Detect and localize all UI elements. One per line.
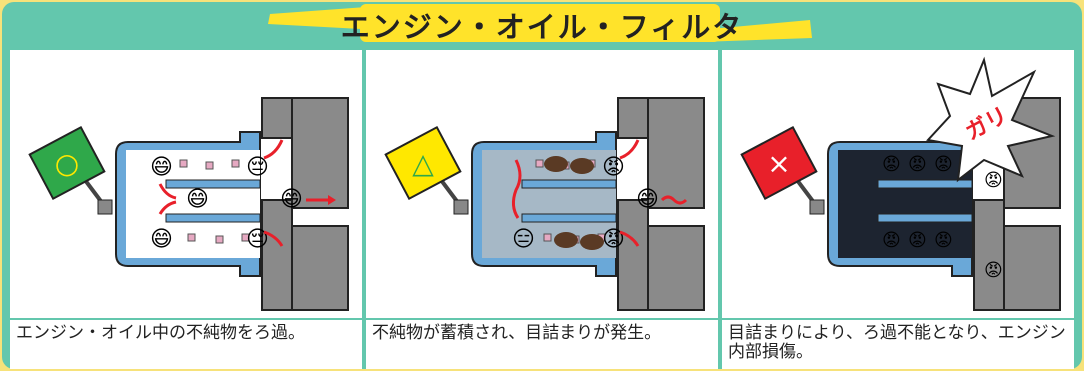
sign-mark: △ — [412, 147, 434, 180]
smiley-icon: 😄 — [280, 187, 303, 212]
panel-ok: 😄 😄 😔 😔 😄 😄 ○ — [10, 50, 362, 318]
sign-warn: △ — [384, 125, 469, 215]
angry-face-icon: 😡 — [984, 260, 1003, 281]
filter-diagram-warn: 😡 😡 😑 😄 △ — [384, 97, 705, 311]
angry-face-icon: 😡 — [984, 170, 1003, 191]
sign-mark: × — [767, 147, 790, 180]
page-title: エンジン・オイル・フィルタ — [340, 10, 744, 44]
angry-face-icon: 😡 — [908, 154, 927, 175]
smiley-icon: 😄 — [150, 155, 173, 180]
smiley-icon: 😄 — [636, 187, 659, 212]
title-streak-right — [700, 20, 812, 42]
angry-face-icon: 😡 — [882, 230, 901, 251]
sign-mark: ○ — [55, 147, 79, 180]
angry-face-icon: 😡 — [908, 230, 927, 251]
caption-warn: 不純物が蓄積され、目詰まりが発生。 — [366, 318, 718, 369]
title-highlight — [360, 4, 720, 42]
smiley-icon: 😄 — [186, 187, 209, 212]
worried-face-icon: 😔 — [246, 227, 269, 252]
sign-ng: × — [740, 125, 825, 215]
angry-face-icon: 😡 — [934, 230, 953, 251]
panel-warn: 😡 😡 😑 😄 △ — [366, 50, 718, 318]
smiley-icon: 😄 — [150, 227, 173, 252]
angry-face-icon: 😡 — [934, 154, 953, 175]
filter-diagram-ok: 😄 😄 😔 😔 😄 😄 ○ — [28, 97, 349, 311]
angry-face-icon: 😡 — [602, 227, 625, 252]
sleepy-face-icon: 😑 — [512, 227, 535, 252]
filter-diagram-ng: 😡 😡 😡 😡 😡 😡 😡 😡 ガリ × — [740, 56, 1061, 311]
panel-ng: 😡 😡 😡 😡 😡 😡 😡 😡 ガリ × — [722, 50, 1074, 318]
caption-ng: 目詰まりにより、ろ過不能となり、エンジン内部損傷。 — [722, 318, 1074, 369]
angry-face-icon: 😡 — [602, 155, 625, 180]
angry-face-icon: 😡 — [882, 154, 901, 175]
title-banner — [268, 4, 812, 42]
sound-burst: ガリ — [926, 56, 1056, 183]
worried-face-icon: 😔 — [246, 155, 269, 180]
caption-ok: エンジン・オイル中の不純物をろ過。 — [10, 318, 362, 369]
title-streak-left — [268, 6, 380, 30]
sign-ok: ○ — [28, 125, 113, 215]
